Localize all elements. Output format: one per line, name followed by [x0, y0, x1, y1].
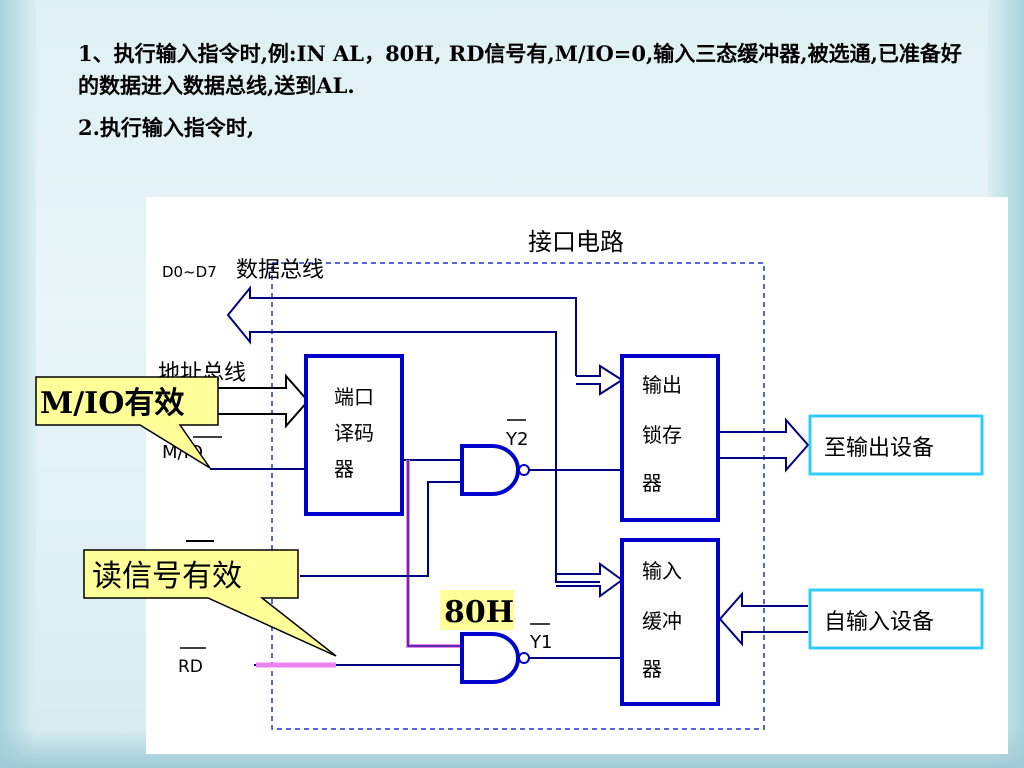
buffer-output-arrow [556, 562, 624, 598]
to-output-device-label: 至输出设备 [824, 436, 934, 461]
decoder-line-3: 器 [334, 457, 354, 481]
data-bus-arrow [226, 285, 600, 583]
mio-callout-text: M/IO有效 [40, 386, 184, 421]
from-input-arrow [718, 591, 808, 647]
nand-gate-y1 [460, 632, 520, 684]
nand-gate-y2-bubble [518, 464, 530, 476]
data-bus-prefix: D0~D7 [162, 263, 217, 281]
mio-callout [35, 376, 219, 469]
y1-label: Y1 [529, 632, 552, 653]
output-device-box [808, 414, 984, 476]
slide-text: 1、执行输入指令时,例:IN AL，80H, RD信号有,M/IO=0,输入三态… [78, 38, 978, 154]
read-callout [83, 549, 337, 657]
input-device-box [808, 588, 984, 650]
latch-line-2: 锁存 [642, 423, 682, 447]
port-address-label: 80H [444, 595, 514, 630]
decoder-line-1: 端口 [334, 385, 374, 409]
read-callout-text: 读信号有效 [92, 559, 242, 594]
latch-input-arrow [576, 364, 624, 396]
write-signal-wire [300, 481, 462, 577]
buffer-line-1: 输入 [642, 559, 682, 583]
interface-boundary [271, 262, 765, 730]
y2-label: Y2 [505, 429, 528, 450]
to-output-arrow [720, 417, 810, 473]
input-buffer-block [620, 538, 720, 706]
interface-title: 接口电路 [528, 228, 624, 256]
data-bus-label: 数据总线 [236, 258, 324, 283]
nand-gate-y2 [460, 444, 520, 496]
rd-signal-label: RD [178, 657, 203, 677]
buffer-line-3: 器 [642, 657, 662, 681]
buffer-line-2: 缓冲 [642, 609, 682, 633]
latch-line-1: 输出 [642, 373, 682, 397]
decoder-line-2: 译码 [334, 421, 374, 445]
paragraph-1: 1、执行输入指令时,例:IN AL，80H, RD信号有,M/IO=0,输入三态… [78, 41, 962, 98]
output-latch-block [620, 354, 720, 522]
decoder-to-y1-wire [407, 460, 462, 647]
from-input-device-label: 自输入设备 [824, 610, 934, 635]
nand-gate-y1-bubble [518, 652, 530, 664]
port-address-box [440, 590, 514, 630]
port-decoder-block [304, 354, 404, 516]
latch-line-3: 器 [642, 471, 662, 495]
slide-left-decoration [0, 0, 36, 768]
paragraph-2: 2.执行输入指令时, [78, 115, 255, 140]
